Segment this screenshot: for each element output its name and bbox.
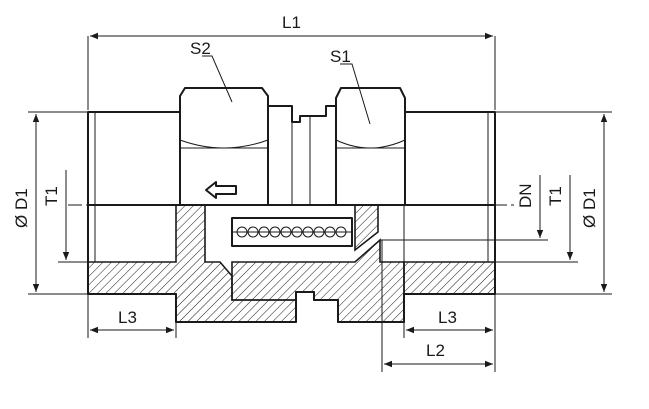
label-od1-right: Ø D1 bbox=[580, 188, 599, 228]
label-dn: DN bbox=[516, 183, 535, 208]
leader-s1 bbox=[340, 63, 371, 125]
label-l3-right: L3 bbox=[438, 308, 457, 327]
label-l1: L1 bbox=[282, 13, 301, 32]
valve-body-outline bbox=[87, 87, 496, 206]
dimension-l3-left bbox=[87, 294, 177, 338]
spring bbox=[236, 226, 347, 238]
label-t1-left: T1 bbox=[42, 186, 61, 206]
dimension-l1 bbox=[87, 32, 496, 110]
dimension-dn bbox=[380, 175, 548, 241]
dimension-l3-right bbox=[403, 294, 496, 372]
dimension-od1-right bbox=[495, 111, 612, 295]
flow-direction-icon bbox=[205, 181, 237, 199]
label-l3-left: L3 bbox=[118, 308, 137, 327]
label-s2: S2 bbox=[190, 39, 211, 58]
valve-section bbox=[87, 204, 496, 323]
label-l2: L2 bbox=[426, 341, 445, 360]
label-s1: S1 bbox=[330, 47, 351, 66]
label-od1-left: Ø D1 bbox=[12, 188, 31, 228]
label-t1-right: T1 bbox=[546, 186, 565, 206]
dimension-t1-left bbox=[58, 170, 176, 263]
dimension-t1-right bbox=[495, 175, 578, 263]
dimension-l2 bbox=[381, 240, 493, 372]
dimension-od1-left bbox=[28, 111, 88, 295]
leader-s2 bbox=[202, 55, 233, 103]
